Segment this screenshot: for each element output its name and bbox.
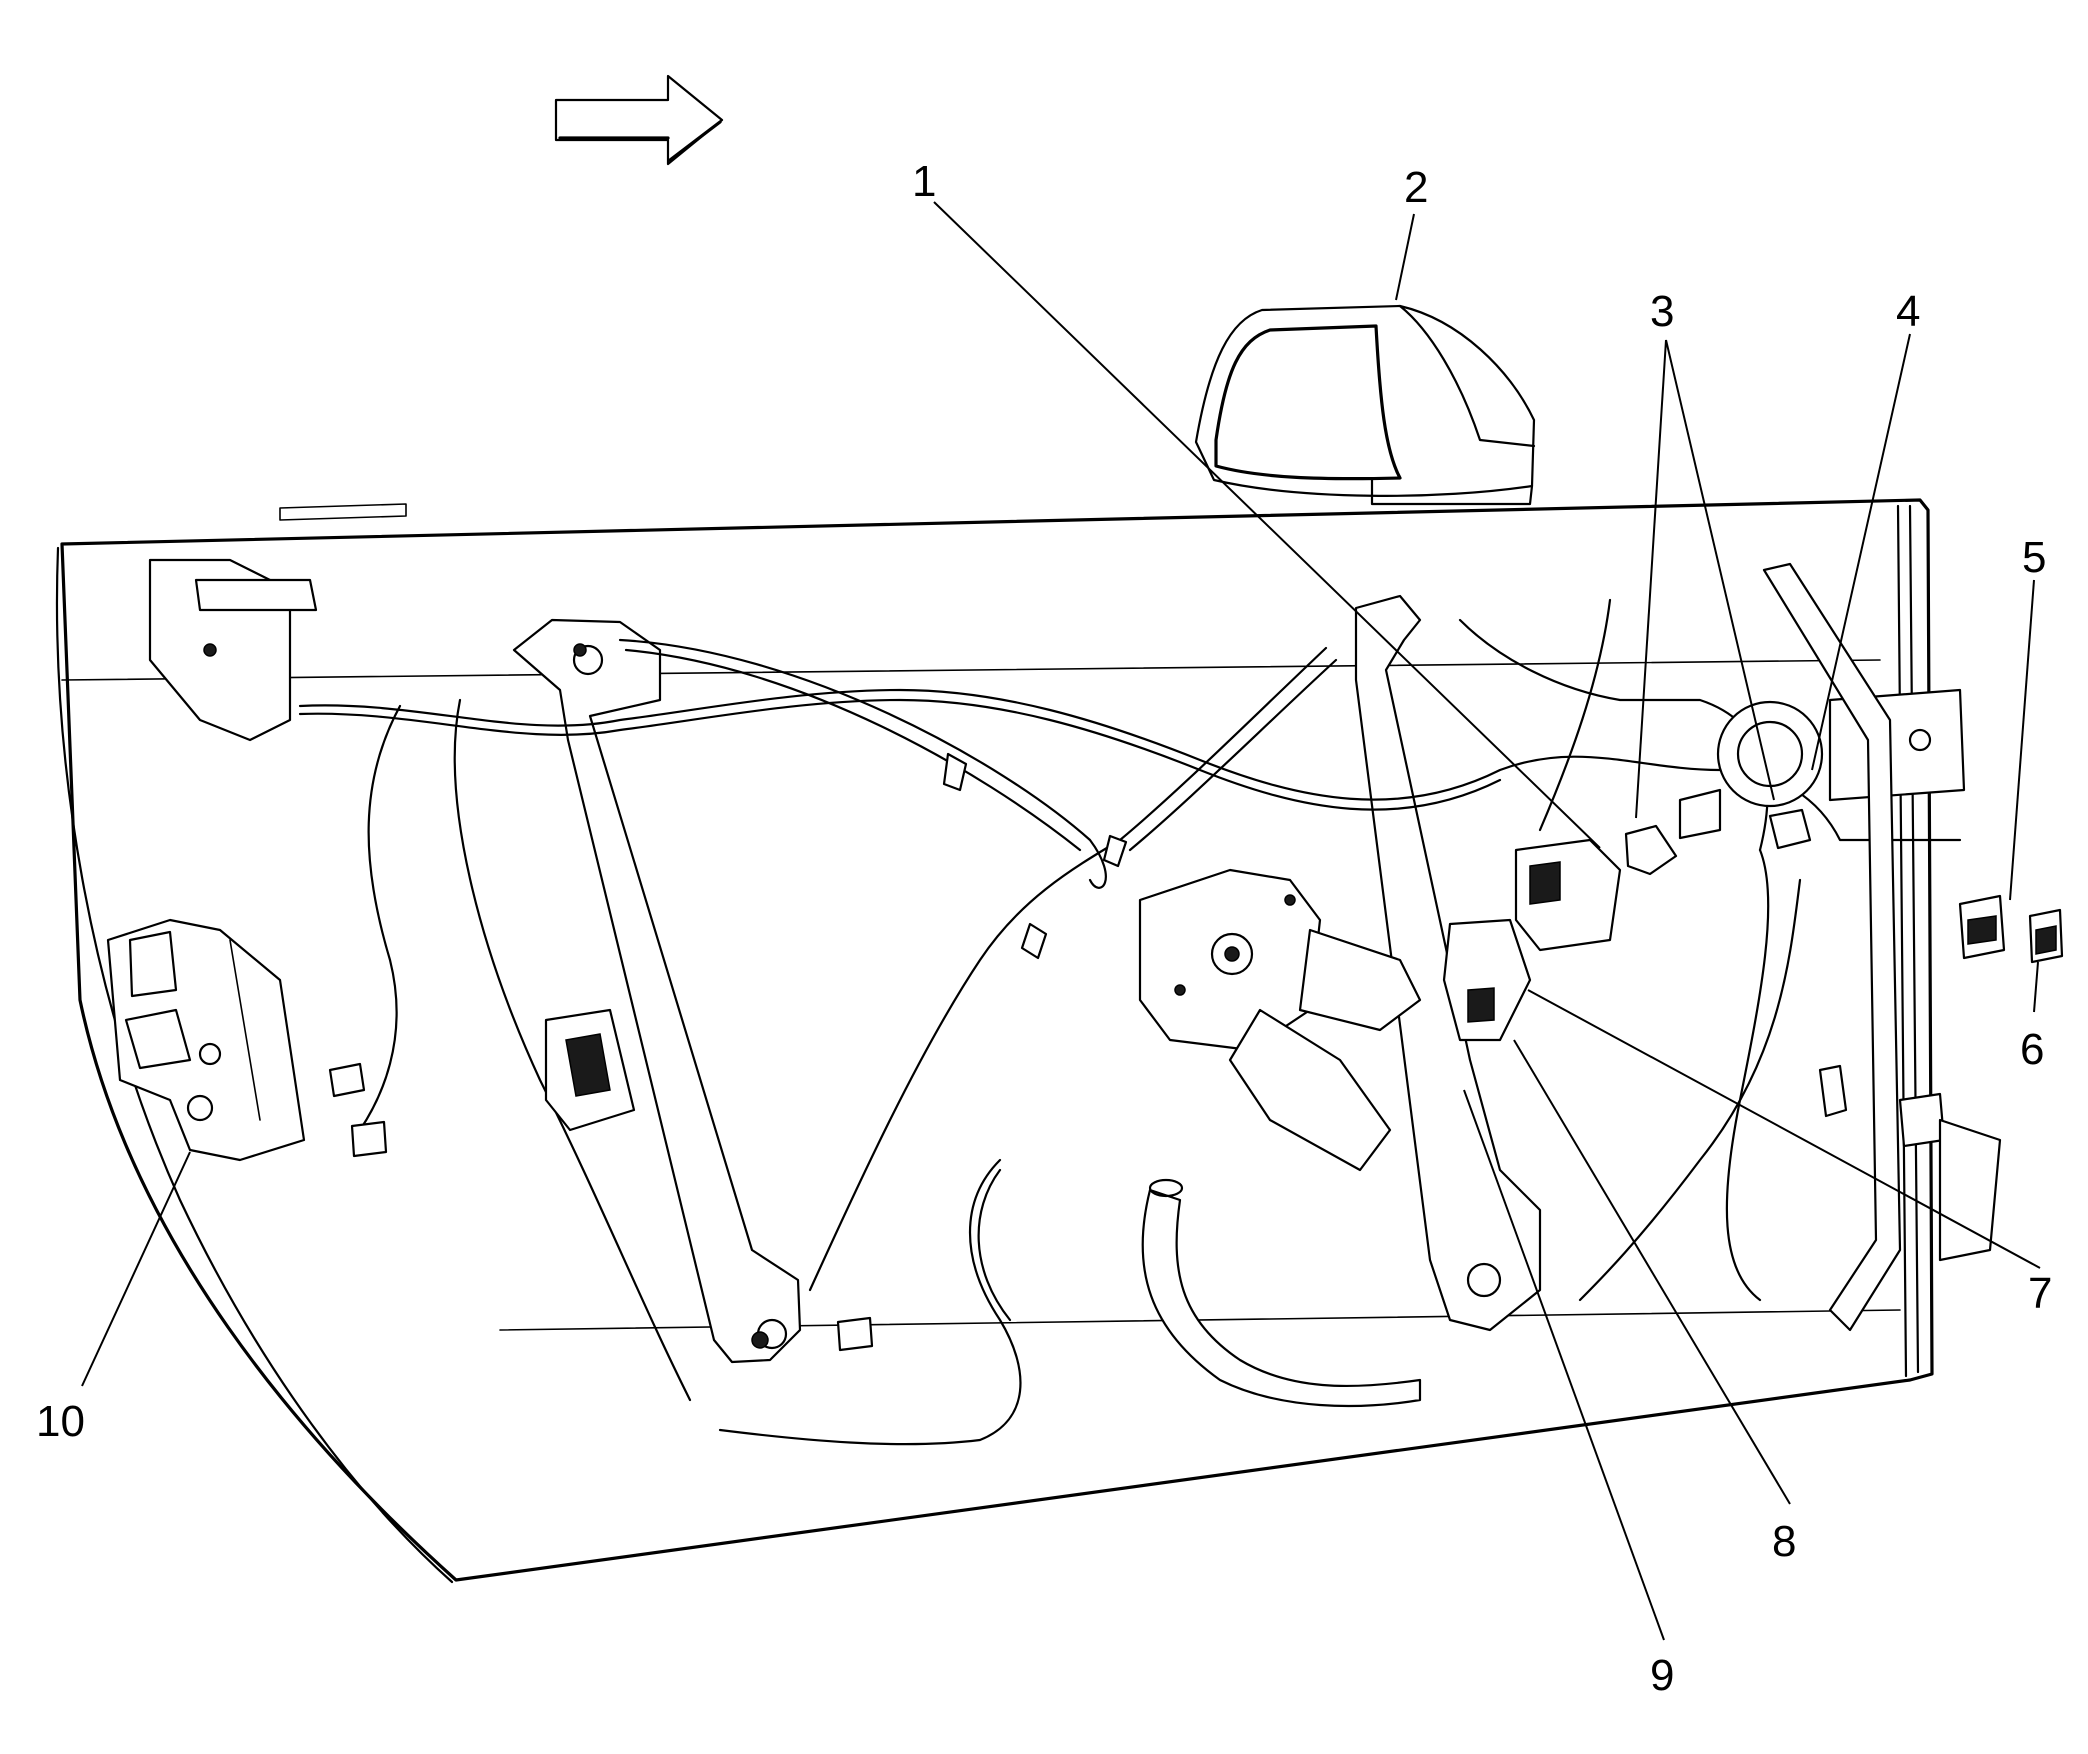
window-regulator-motor: [1138, 868, 1422, 1172]
lower-harness-loop: [1141, 1178, 1422, 1408]
callout-10: 10: [36, 1397, 85, 1446]
window-regulator-front-rail: [512, 618, 802, 1364]
arrow-right-icon: [554, 74, 724, 166]
callout-1: 1: [912, 157, 936, 206]
inner-handle-bracket: [544, 1008, 636, 1132]
small-clip-left: [328, 1062, 874, 1352]
callout-6: 6: [2020, 1025, 2044, 1074]
callout-9: 9: [1650, 1651, 1674, 1700]
callout-2: 2: [1404, 163, 1428, 212]
door-latch-assembly: [106, 918, 306, 1162]
door-panel: [55, 498, 1934, 1584]
callout-8: 8: [1772, 1517, 1796, 1566]
window-run-channel: [1762, 562, 2002, 1332]
side-harness-connectors: [1958, 894, 2064, 964]
callout-labels: 1 2 3 4 5 6 7 8 9 10: [36, 157, 2052, 1700]
callout-leader-lines: [81, 201, 2041, 1641]
upper-hinge-bracket: [148, 558, 318, 742]
outside-mirror: [1194, 304, 1536, 506]
callout-7: 7: [2028, 1269, 2052, 1318]
callout-5: 5: [2022, 533, 2046, 582]
callout-3: 3: [1650, 287, 1674, 336]
speaker-and-harness-connectors: [1678, 688, 1966, 850]
callout-4: 4: [1896, 287, 1920, 336]
regulator-cables: [618, 638, 1338, 1292]
door-lock-connector-cluster: [1442, 824, 1678, 1042]
